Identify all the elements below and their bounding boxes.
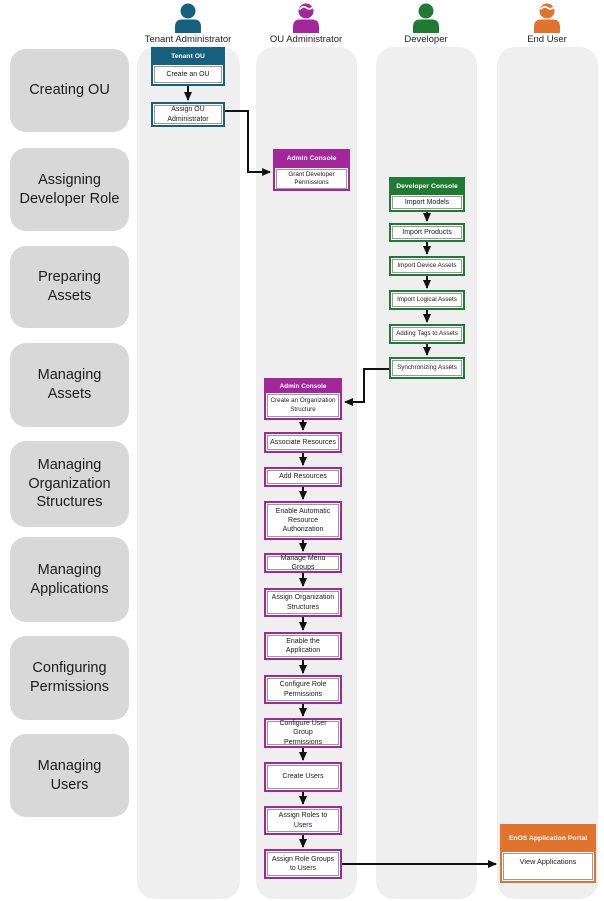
person-icon	[534, 3, 560, 33]
persona-label: OU Administrator	[269, 34, 343, 45]
step-import-models: Import Models	[392, 196, 462, 210]
stage-managing-organization-structures: Managing Organization Structures	[10, 441, 129, 527]
persona-tenant-administrator: Tenant Administrator	[128, 3, 248, 45]
persona-label: Tenant Administrator	[144, 34, 232, 45]
group-header-tenant-ou: Tenant OU	[153, 49, 223, 65]
step-create-an-ou: Create an OU	[154, 66, 222, 83]
group-developer-console: Developer Console Import Models	[389, 177, 465, 212]
person-icon	[413, 3, 439, 33]
stage-assigning-developer-role: Assigning Developer Role	[10, 148, 129, 231]
persona-label: Developer	[404, 34, 448, 45]
stage-managing-users: Managing Users	[10, 734, 129, 817]
lane-developer	[376, 47, 477, 899]
group-header-admin-console-1: Admin Console	[275, 151, 348, 168]
persona-label: End User	[527, 34, 567, 45]
stage-creating-ou: Creating OU	[10, 49, 129, 132]
step-enable-automatic-resource-authorization: Enable Automatic Resource Authorization	[264, 501, 342, 540]
step-enable-the-application: Enable the Application	[264, 632, 342, 660]
group-tenant-ou: Tenant OU Create an OU	[151, 47, 225, 86]
step-configure-user-group-permissions: Configure User Group Permissions	[264, 718, 342, 748]
step-adding-tags-to-assets: Adding Tags to Assets	[389, 324, 465, 344]
stage-managing-applications: Managing Applications	[10, 537, 129, 622]
step-assign-organization-structures: Assign Organization Structures	[264, 588, 342, 617]
persona-developer: Developer	[366, 3, 486, 45]
group-enos-application-portal: EnOS Application Portal View Application…	[500, 824, 596, 883]
person-icon	[175, 3, 201, 33]
step-associate-resources: Associate Resources	[264, 432, 342, 453]
step-assign-ou-administrator: Assign OU Administrator	[151, 102, 225, 127]
lane-tenant-administrator	[137, 47, 240, 899]
step-synchronizing-assets: Synchronizing Assets	[389, 357, 465, 379]
stage-managing-assets: Managing Assets	[10, 343, 129, 427]
stage-preparing-assets: Preparing Assets	[10, 246, 129, 328]
step-view-applications: View Applications	[503, 853, 593, 880]
step-import-logical-assets: Import Logical Assets	[389, 290, 465, 310]
group-header-admin-console-2: Admin Console	[266, 380, 340, 393]
step-grant-developer-permissions: Grant Developer Permissions	[276, 169, 347, 190]
persona-ou-administrator: OU Administrator	[246, 3, 366, 45]
step-add-resources: Add Resources	[264, 467, 342, 487]
group-admin-console-2: Admin Console Create an Organization Str…	[264, 378, 342, 420]
step-manage-menu-groups: Manage Menu Groups	[264, 553, 342, 573]
step-create-users: Create Users	[264, 762, 342, 792]
step-configure-role-permissions: Configure Role Permissions	[264, 675, 342, 704]
stage-configuring-permissions: Configuring Permissions	[10, 636, 129, 720]
lane-end-user	[497, 47, 598, 899]
step-create-an-organization-structure: Create an Organization Structure	[267, 394, 339, 417]
group-admin-console-1: Admin Console Grant Developer Permission…	[273, 149, 350, 191]
persona-end-user: End User	[487, 3, 604, 45]
step-import-device-assets: Import Device Assets	[389, 256, 465, 276]
step-assign-role-groups-to-users: Assign Role Groups to Users	[264, 849, 342, 879]
step-assign-roles-to-users: Assign Roles to Users	[264, 806, 342, 835]
person-icon	[293, 3, 319, 33]
step-import-products: Import Products	[389, 223, 465, 242]
group-header-enos-application-portal: EnOS Application Portal	[502, 826, 594, 852]
group-header-developer-console: Developer Console	[391, 179, 463, 195]
